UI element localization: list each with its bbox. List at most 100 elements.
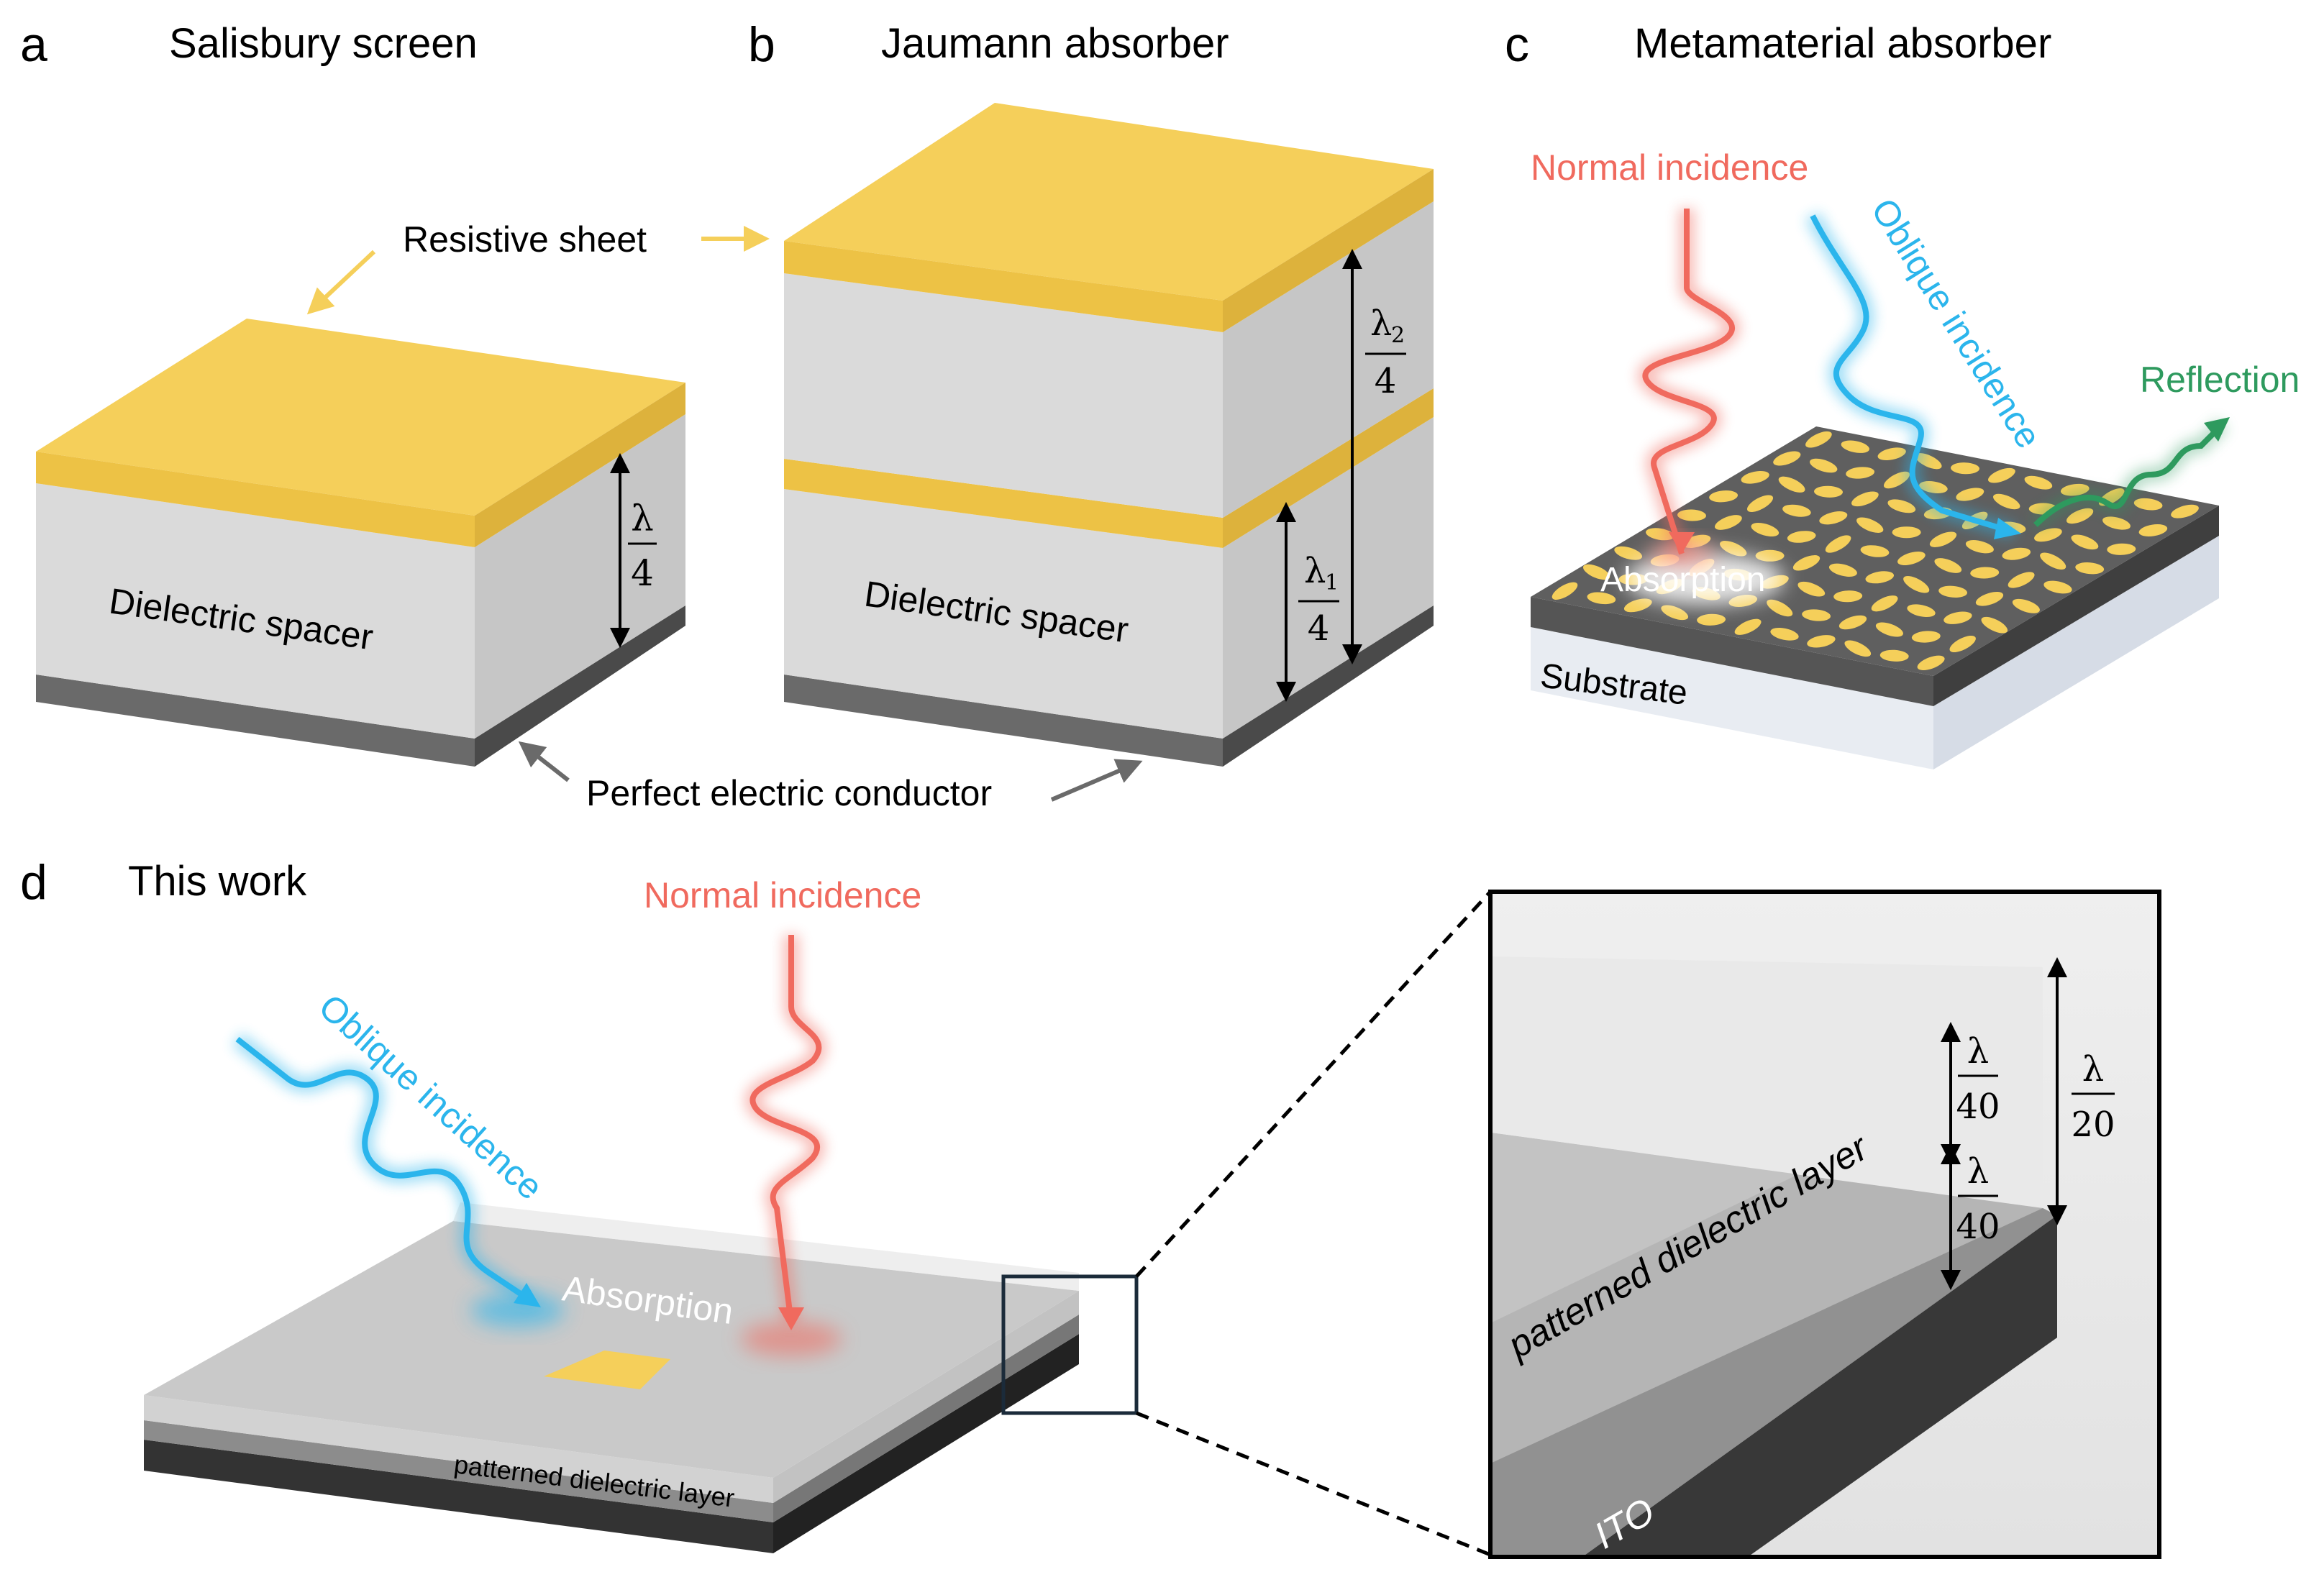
- resonator-element: [1720, 541, 1747, 557]
- c-reflection-wave-head: [2204, 417, 2230, 442]
- b-lambda1-sub: 1: [1325, 570, 1339, 595]
- b-lower-spacer-front: [784, 489, 1223, 739]
- d-oblique-hotspot: [471, 1293, 565, 1327]
- d-inset-border: [1488, 890, 2161, 1559]
- resonator-element: [1797, 581, 1826, 597]
- resonator-element: [1734, 618, 1762, 635]
- resonator-element: [2066, 508, 2094, 524]
- resonator-element: [1582, 564, 1610, 580]
- resonator-element: [1838, 615, 1867, 630]
- resonator-element: [1819, 511, 1848, 525]
- c-reflection-label: Reflection: [2140, 360, 2300, 400]
- resonator-element: [1661, 605, 1689, 621]
- resonator-element: [1741, 470, 1769, 484]
- resonator-element: [1773, 451, 1801, 466]
- panel-b: b Jaumann absorber Dielectric spacer λ 1…: [748, 17, 1434, 767]
- d-zoom-line-bottom: [1136, 1411, 1491, 1557]
- d-top-front: [144, 1395, 773, 1503]
- resonator-element: [1841, 440, 1869, 453]
- resonator-element: [1879, 649, 1909, 662]
- resonator-element: [1887, 499, 1916, 513]
- resonator-element: [1551, 582, 1578, 600]
- b-top-gold-front: [784, 241, 1223, 332]
- b-top-gold: [784, 103, 1434, 301]
- d-total-num: λ: [2082, 1049, 2104, 1089]
- resonator-element: [1810, 458, 1838, 473]
- resonator-element: [2043, 580, 2072, 594]
- d-bottom-den: 40: [1956, 1207, 2000, 1247]
- b-top-gold-side: [1223, 169, 1434, 332]
- c-oblique-wave-head: [1994, 518, 2021, 539]
- b-lambda1-den: 4: [1308, 608, 1330, 649]
- d-zoom-inset: patterned dielectric layer ITO λ 40 λ 40…: [1488, 890, 2161, 1559]
- panel-a-title: Salisbury screen: [169, 20, 478, 67]
- pec-arrow-a: [518, 741, 570, 782]
- resonator-element: [1892, 526, 1921, 539]
- d-normal-label: Normal incidence: [644, 875, 921, 915]
- pec-arrow-b: [1050, 759, 1143, 802]
- resonator-element: [1751, 523, 1780, 536]
- b-pec-side: [1223, 606, 1434, 767]
- c-reflection-wave: [2033, 422, 2225, 527]
- resonator-element: [1943, 611, 1972, 624]
- resonator-element: [2138, 524, 2168, 536]
- b-mid-gold-front: [784, 459, 1223, 548]
- resonator-element: [2171, 504, 2199, 518]
- b-lambda2-num: λ: [1370, 303, 1392, 344]
- resonator-element: [1934, 558, 1962, 573]
- d-inset-upper-layer: [1490, 956, 2043, 1208]
- c-normal-wave-head: [1669, 532, 1695, 554]
- c-plate-front: [1531, 597, 1933, 706]
- c-plate-side: [1933, 506, 2219, 706]
- resonator-element: [1755, 549, 1785, 562]
- d-normal-wave-head: [778, 1307, 804, 1330]
- resonator-element: [1949, 635, 1976, 653]
- d-zoom-region: [1001, 1274, 1139, 1415]
- d-ito-front: [144, 1440, 773, 1553]
- d-bottom-num: λ: [1967, 1151, 1989, 1192]
- panel-a: a Salisbury screen Dielectric spacer λ 4: [20, 17, 685, 767]
- b-upper-spacer-front: [784, 273, 1223, 518]
- resonator-element: [2024, 475, 2053, 490]
- panel-d: d This work patterned dielectric layer A…: [20, 855, 2161, 1559]
- c-substrate-side: [1933, 536, 2219, 769]
- resonator-element: [1875, 622, 1903, 637]
- b-mid-gold-side: [1223, 388, 1434, 548]
- resonator-element: [1917, 655, 1945, 670]
- resonator-element: [1807, 635, 1836, 648]
- resonator-element: [1792, 555, 1821, 571]
- d-top-num: λ: [1967, 1031, 1989, 1071]
- pec-callout: Perfect electric conductor: [518, 741, 1143, 813]
- a-lambda-den: 4: [631, 552, 654, 594]
- resonator-element: [1782, 504, 1811, 517]
- panel-a-letter: a: [20, 17, 47, 72]
- d-top-surface: [144, 1221, 1079, 1478]
- c-absorption-glow: [1626, 553, 1784, 605]
- resonator-element: [2133, 498, 2163, 511]
- panel-c: c Metamaterial absorber Substrate Absorp…: [1505, 17, 2300, 769]
- resonator-element: [1929, 531, 1957, 547]
- resonator-element: [1623, 598, 1652, 613]
- resonator-element: [1965, 540, 1994, 554]
- panel-c-title: Metamaterial absorber: [1634, 20, 2051, 67]
- resonator-element: [2040, 552, 2066, 570]
- d-pattern-front: [144, 1420, 773, 1522]
- a-spacer-side: [475, 414, 685, 739]
- d-oblique-wave: [235, 1036, 534, 1304]
- a-pec-side: [475, 606, 685, 767]
- resonator-element: [2107, 543, 2136, 555]
- c-absorption-label: Absorption: [1600, 561, 1765, 599]
- resonator-element: [2071, 534, 2099, 550]
- pec-label: Perfect electric conductor: [586, 773, 992, 813]
- d-gold-pad: [544, 1351, 670, 1389]
- d-transparent-cover: [453, 1202, 1079, 1291]
- resonator-element: [1587, 592, 1616, 605]
- resonator-element: [1871, 595, 1898, 612]
- resistive-arrow-a: [306, 250, 376, 315]
- resonator-element: [2102, 516, 2131, 530]
- resonator-element: [1846, 467, 1875, 479]
- c-oblique-wave: [1810, 214, 2015, 535]
- resonator-element: [1951, 462, 1979, 475]
